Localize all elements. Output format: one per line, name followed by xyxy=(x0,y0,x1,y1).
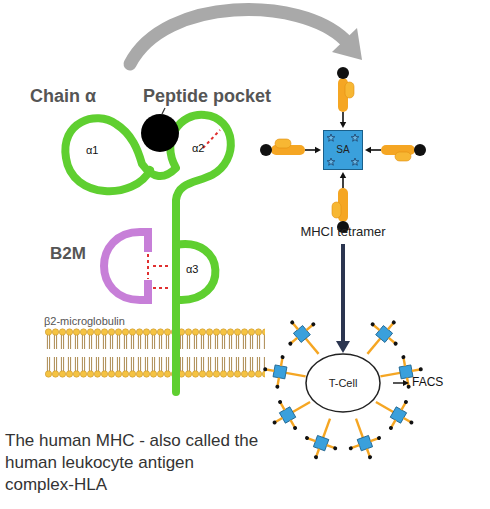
disulfide-bond xyxy=(203,130,220,148)
connector-arrow xyxy=(336,244,350,353)
tetramer-group: MHCI tetramer SA xyxy=(259,64,427,244)
t-cell: T-Cell xyxy=(305,353,381,413)
leader-line xyxy=(162,108,165,114)
streptavidin-square: SA xyxy=(323,130,363,170)
tetramer-arms xyxy=(260,67,426,233)
arrow-head xyxy=(336,341,350,353)
part-label: β2-microglobulin xyxy=(44,315,125,328)
b2m-domain xyxy=(104,232,148,300)
facs-arrow xyxy=(393,382,404,383)
part-label: B2M xyxy=(50,244,86,264)
arrow-head xyxy=(403,380,409,386)
node-text: SA xyxy=(336,144,349,156)
disulfide-bond xyxy=(147,254,149,279)
disulfide-bond xyxy=(153,287,171,289)
arrow-head xyxy=(332,28,362,60)
node-text-holder: MHCI tetramer xyxy=(259,225,427,240)
connector-line xyxy=(341,244,345,343)
domain-label: α3 xyxy=(186,263,198,276)
b2m-domain xyxy=(144,228,152,304)
alpha-chain xyxy=(65,115,230,392)
node-text: MHCI tetramer xyxy=(259,225,427,240)
domain-label: α1 xyxy=(86,144,98,157)
part-label: Chain α xyxy=(30,86,96,107)
domain-label: α2 xyxy=(192,142,204,155)
bound-tetramers xyxy=(260,310,425,465)
node-text-holder: SA xyxy=(324,131,362,169)
curved-arrow xyxy=(130,10,345,64)
cell-membrane xyxy=(306,354,380,412)
disulfide-bond xyxy=(153,265,171,267)
output-label: FACS xyxy=(412,376,443,390)
lipid-bilayer xyxy=(45,328,265,378)
node-text: T-Cell xyxy=(329,377,358,390)
node-text-holder: T-Cell xyxy=(305,353,381,413)
caption: The human MHC - also called the human le… xyxy=(5,430,260,496)
alpha3-domain xyxy=(176,244,215,300)
peptide xyxy=(141,114,179,152)
part-label: Peptide pocket xyxy=(143,86,271,107)
